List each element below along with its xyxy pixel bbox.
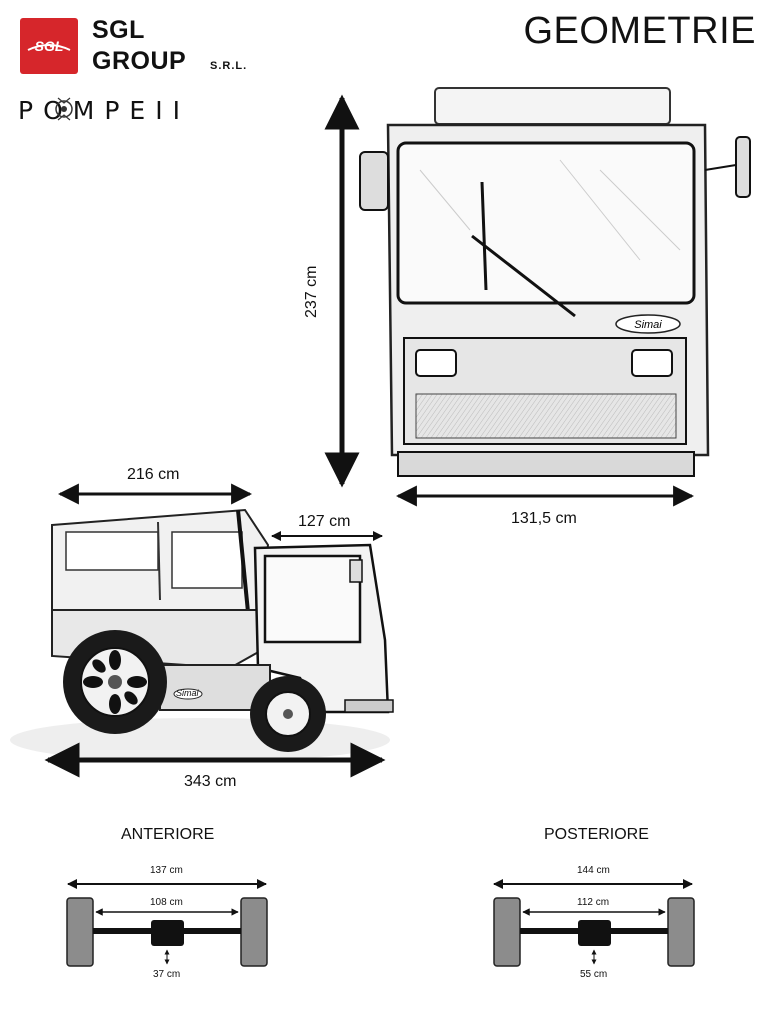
front-differential xyxy=(151,920,184,946)
front-outer-label: 137 cm xyxy=(150,865,183,876)
rear-right-wheel xyxy=(667,897,695,967)
page-title: GEOMETRIE xyxy=(523,10,756,52)
rear-differential xyxy=(578,920,611,946)
side-badge: Simai xyxy=(176,688,199,698)
sgl-logo-icon: SGL xyxy=(20,18,78,74)
rear-inner-label: 112 cm xyxy=(577,897,610,908)
front-axle-diagram xyxy=(66,879,268,967)
front-width-label: 131,5 cm xyxy=(511,510,577,527)
rear-outer-label: 144 cm xyxy=(577,865,610,876)
front-inner-label: 108 cm xyxy=(150,897,183,908)
brand-line-2: GROUP xyxy=(92,47,187,75)
front-badge: Simai xyxy=(634,319,662,331)
front-ground-label: 37 cm xyxy=(153,969,181,980)
total-length-label: 343 cm xyxy=(184,773,237,790)
brand-suffix: S.R.L. xyxy=(210,60,248,72)
front-left-wheel xyxy=(66,897,94,967)
product-name: POMPEII xyxy=(18,96,190,125)
rear-axle-title: POSTERIORE xyxy=(544,826,649,843)
rear-ground-label: 55 cm xyxy=(580,969,608,980)
front-right-wheel xyxy=(240,897,268,967)
cab-length-label: 127 cm xyxy=(298,513,351,530)
ornament-icon xyxy=(55,97,73,121)
cargo-length-label: 216 cm xyxy=(127,466,180,483)
logo-text: SGL xyxy=(35,38,64,54)
brand-line-1: SGL xyxy=(92,16,145,44)
rear-left-wheel xyxy=(493,897,521,967)
front-view-vehicle: Simai xyxy=(359,87,751,477)
height-label: 237 cm xyxy=(303,265,320,318)
side-view-vehicle xyxy=(10,508,394,762)
front-axle-title: ANTERIORE xyxy=(121,826,215,843)
rear-axle-diagram xyxy=(493,879,695,967)
